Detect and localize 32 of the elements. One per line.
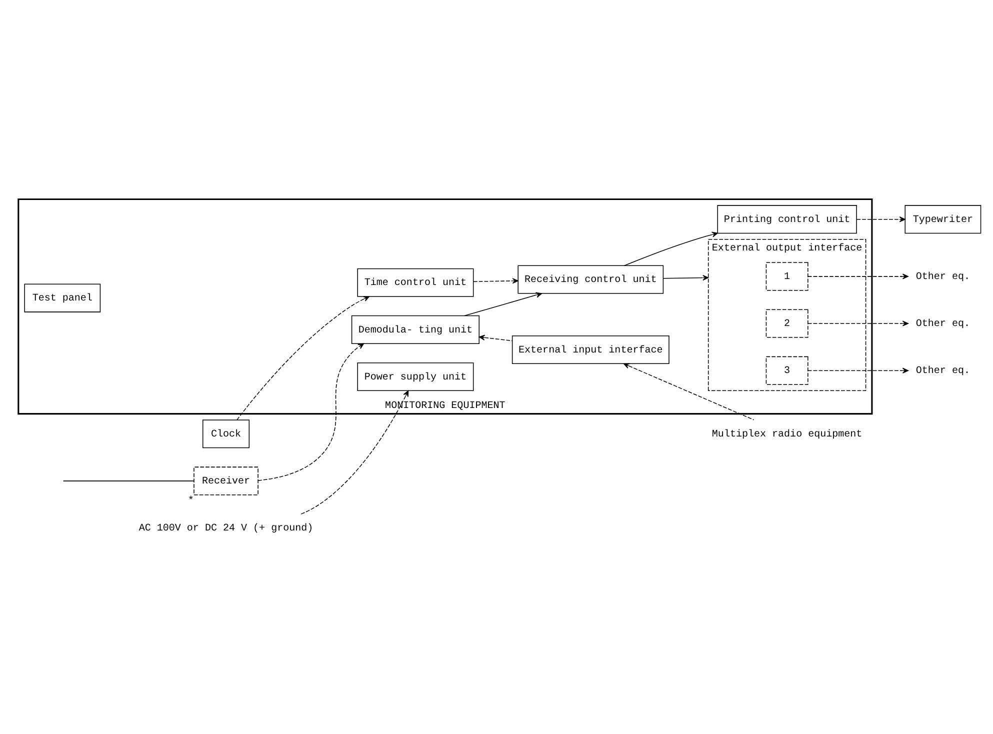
- arrow: [300, 390, 409, 514]
- arrow: [808, 367, 909, 373]
- arrow: [464, 292, 542, 316]
- arrow: [473, 278, 518, 284]
- node-box: 2: [766, 308, 808, 338]
- arrow: [236, 296, 370, 420]
- arrow: [808, 273, 909, 279]
- arrow: [624, 231, 718, 266]
- node-box: Typewriter: [904, 204, 982, 234]
- node-box: Time control unit: [357, 268, 474, 296]
- node-box: Power supply unit: [357, 362, 474, 391]
- node-box: 3: [766, 356, 808, 384]
- node-box: Test panel: [24, 283, 101, 312]
- arrow: [663, 274, 709, 280]
- node-text: Other eq.: [916, 366, 970, 377]
- node-box: Receiver: [194, 466, 258, 495]
- node-box: Demodula- ting unit: [351, 314, 480, 344]
- arrow: [808, 320, 909, 326]
- node-label: *: [188, 495, 194, 506]
- node-box: Receiving control unit: [518, 264, 664, 294]
- node-box: External input interface: [512, 334, 670, 364]
- node-text: Other eq.: [916, 272, 970, 283]
- node-text: Multiplex radio equipment: [712, 428, 862, 440]
- arrow: [258, 342, 364, 480]
- arrow: [478, 334, 512, 341]
- node-box: 1: [766, 262, 808, 290]
- node-text: Other eq.: [916, 318, 970, 330]
- node-text: AC 100V or DC 24 V (+ ground): [138, 523, 314, 534]
- arrow: [856, 216, 906, 222]
- node-box: Clock: [202, 419, 250, 448]
- node-box: Printing control unit: [717, 204, 857, 234]
- connector: [62, 480, 194, 481]
